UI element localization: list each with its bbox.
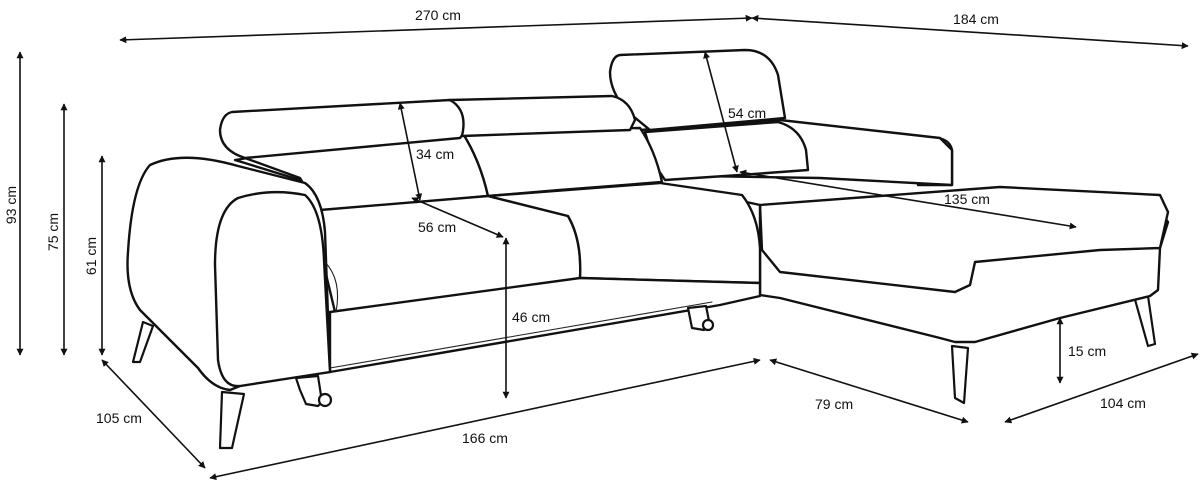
label-chaise-side: 104 cm — [1100, 395, 1146, 411]
front-right-leg — [950, 344, 970, 405]
mechanism-wheel-left — [317, 392, 333, 408]
sofa-under-rail — [329, 301, 713, 369]
dim-line-chaise-side — [1004, 352, 1199, 424]
dim-line-sofa-depth — [101, 359, 206, 469]
dim-line-front-width — [209, 357, 761, 481]
dim-line-chaise-width — [769, 358, 969, 424]
label-chaise-width: 79 cm — [815, 396, 853, 412]
back-left-leg — [131, 320, 155, 364]
back-right-leg — [1132, 294, 1157, 348]
dim-line-chaise-length — [739, 169, 1077, 230]
dim-line-total-width — [119, 14, 753, 44]
label-headrest-height: 34 cm — [416, 146, 454, 162]
headrest-right — [448, 94, 637, 138]
label-height-backrest: 75 cm — [45, 213, 61, 251]
dim-line-chaise-depth — [751, 14, 1189, 50]
label-chaise-headrest: 54 cm — [728, 105, 766, 121]
dim-line-chaise-headrest — [703, 51, 739, 173]
label-total-width: 270 cm — [415, 7, 461, 23]
front-left-leg — [218, 390, 246, 450]
label-seat-height: 46 cm — [512, 309, 550, 325]
label-sofa-depth: 105 cm — [96, 410, 142, 426]
left-arm-cushion-edge — [324, 261, 339, 313]
label-height-armrest: 61 cm — [83, 237, 99, 275]
label-chaise-length: 135 cm — [944, 191, 990, 207]
label-chaise-depth: 184 cm — [953, 11, 999, 27]
sofa-illustration — [126, 48, 1170, 450]
dim-line-headrest-height — [397, 102, 423, 201]
label-height-max: 93 cm — [3, 186, 19, 224]
label-seat-depth: 56 cm — [418, 219, 456, 235]
label-front-width: 166 cm — [462, 430, 508, 446]
dimension-labels: 270 cm 184 cm 93 cm 75 cm 61 cm 34 cm 54… — [3, 7, 1146, 446]
left-armrest-front — [213, 190, 332, 388]
dimension-lines — [16, 14, 1199, 481]
mechanism-wheel-right — [701, 318, 715, 332]
label-leg-height: 15 cm — [1068, 343, 1106, 359]
dim-line-seat-depth — [411, 197, 504, 238]
